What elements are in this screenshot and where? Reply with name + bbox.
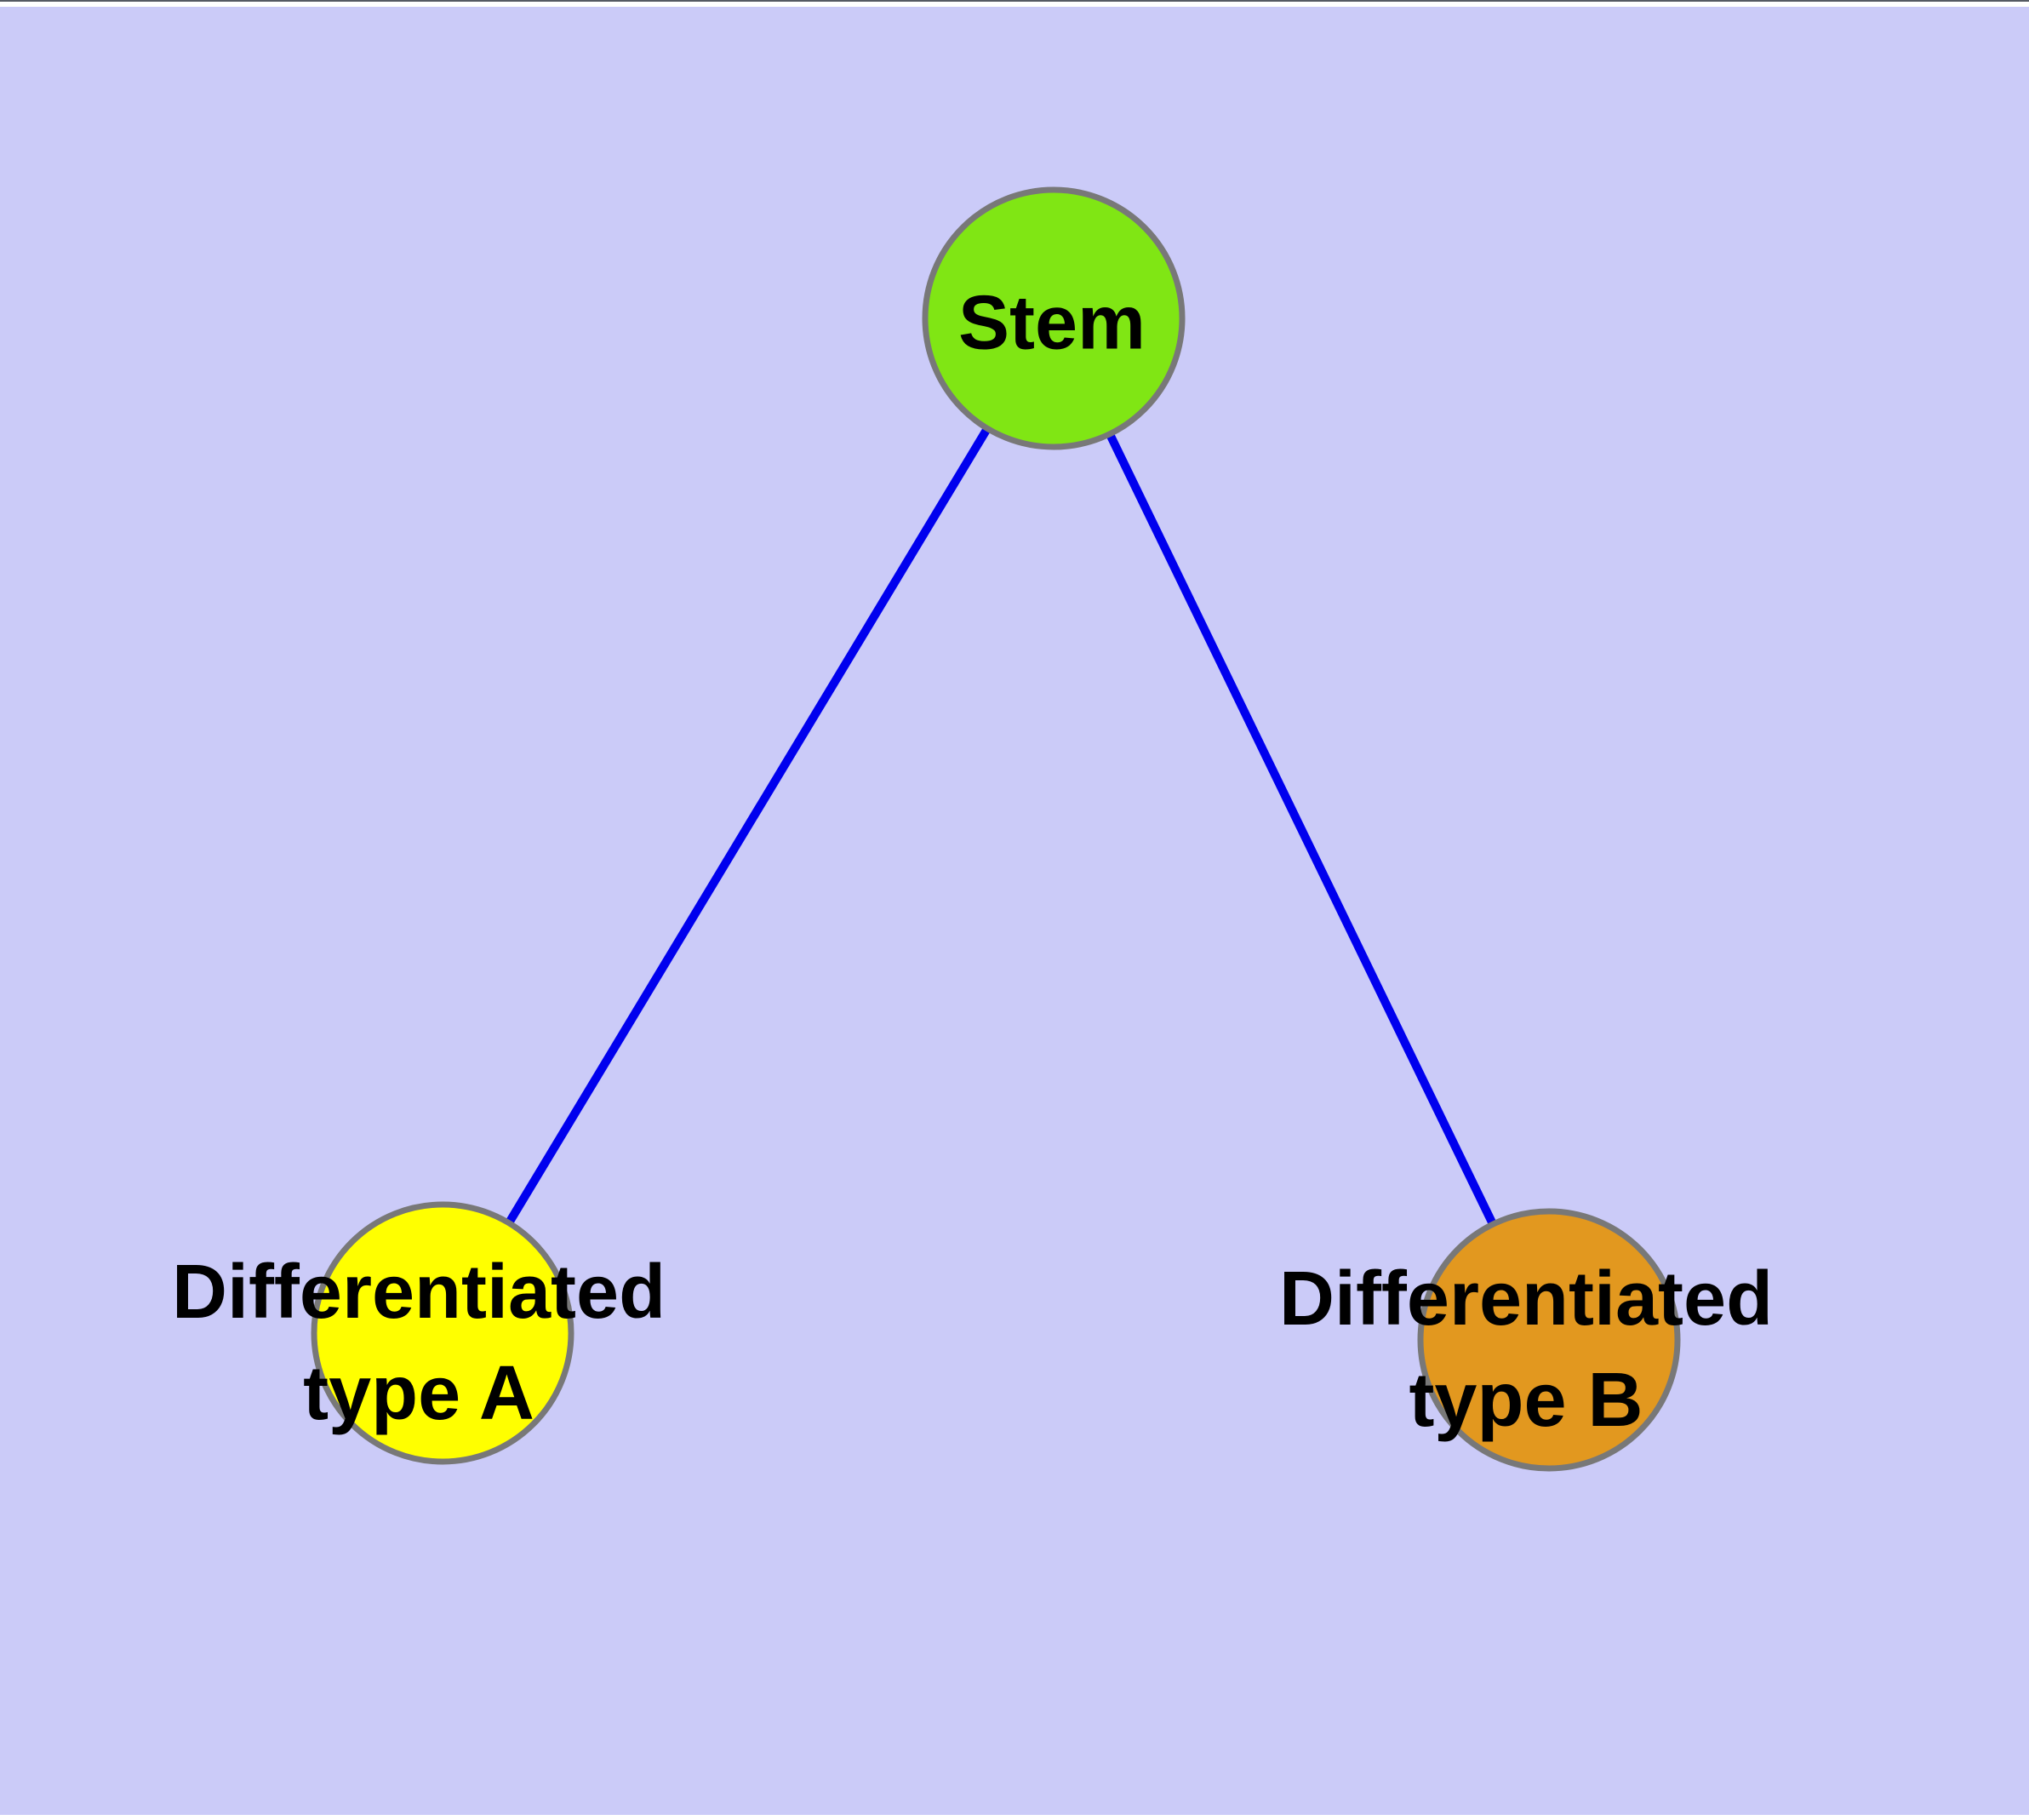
node-type-b-label-line-2: type B [1409, 1358, 1643, 1443]
node-stem-label: Stem [958, 273, 1146, 375]
node-type-a-label-line-1: Differentiated [171, 1250, 666, 1336]
node-stem-label-line: Stem [957, 280, 1146, 366]
edge-stem-to-type-b[interactable] [1049, 316, 1553, 1342]
node-type-b-label: Differentiated type B [1279, 1249, 1773, 1451]
node-differentiated-type-b[interactable] [1417, 1208, 1681, 1472]
node-differentiated-type-a[interactable] [311, 1201, 574, 1465]
node-type-a-label-line-2: type A [303, 1351, 534, 1436]
node-stem[interactable] [922, 186, 1186, 450]
node-type-a-label: Differentiated type A [172, 1242, 666, 1445]
graph-svg [311, 186, 1681, 1472]
node-type-b-label-line-1: Differentiated [1278, 1256, 1774, 1342]
edge-stem-to-type-a[interactable] [438, 316, 1058, 1336]
graph-canvas: Stem Differentiated type A Differentiate… [0, 7, 2029, 1815]
